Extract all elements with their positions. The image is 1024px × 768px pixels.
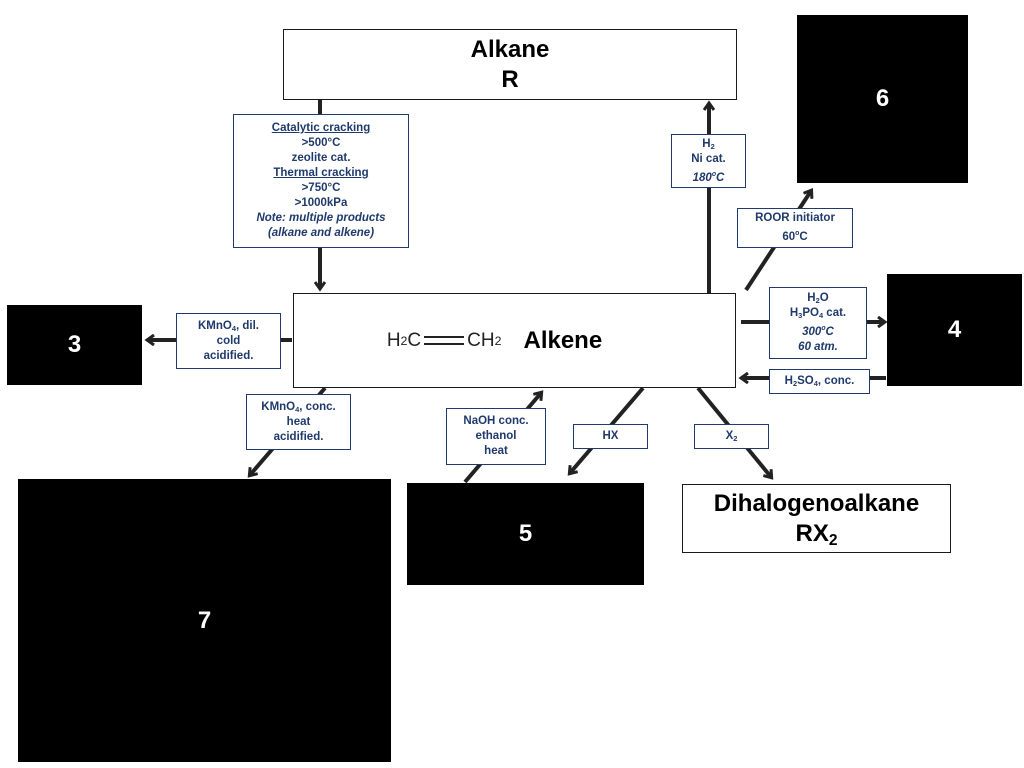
- hx-conditions: HX: [573, 424, 648, 449]
- blank-box-4: 4: [887, 274, 1022, 386]
- roor-conditions: ROOR initiator 60oC: [737, 208, 853, 248]
- dihalogenoalkane-formula: RX2: [795, 519, 838, 549]
- naoh-conditions: NaOH conc. ethanol heat: [446, 408, 546, 465]
- kmno4-dilute-conditions: KMnO4, dil. cold acidified.: [176, 313, 281, 369]
- blank-box-5: 5: [407, 483, 644, 585]
- alkane-title: Alkane: [470, 35, 550, 63]
- alkene-title: Alkene: [523, 326, 603, 354]
- x2-conditions: X2: [694, 424, 769, 449]
- alkane-formula: R: [501, 65, 519, 93]
- blank-box-3: 3: [7, 305, 142, 385]
- blank-box-7: 7: [18, 479, 391, 762]
- kmno4-concentrated-conditions: KMnO4, conc. heat acidified.: [246, 394, 351, 450]
- hydrogenation-conditions: H2 Ni cat. 180oC: [671, 134, 746, 188]
- hydration-conditions: H2O H3PO4 cat. 300oC 60 atm.: [769, 287, 867, 359]
- cracking-conditions: Catalytic cracking >500°C zeolite cat. T…: [233, 114, 409, 248]
- alkane-box: Alkane R: [283, 29, 737, 100]
- dihalogenoalkane-title: Dihalogenoalkane: [713, 489, 920, 517]
- double-bond: [424, 336, 465, 345]
- blank-box-6: 6: [797, 15, 968, 183]
- h2so4-conditions: H2SO4, conc.: [769, 369, 870, 394]
- dihalogenoalkane-box: Dihalogenoalkane RX2: [682, 484, 951, 553]
